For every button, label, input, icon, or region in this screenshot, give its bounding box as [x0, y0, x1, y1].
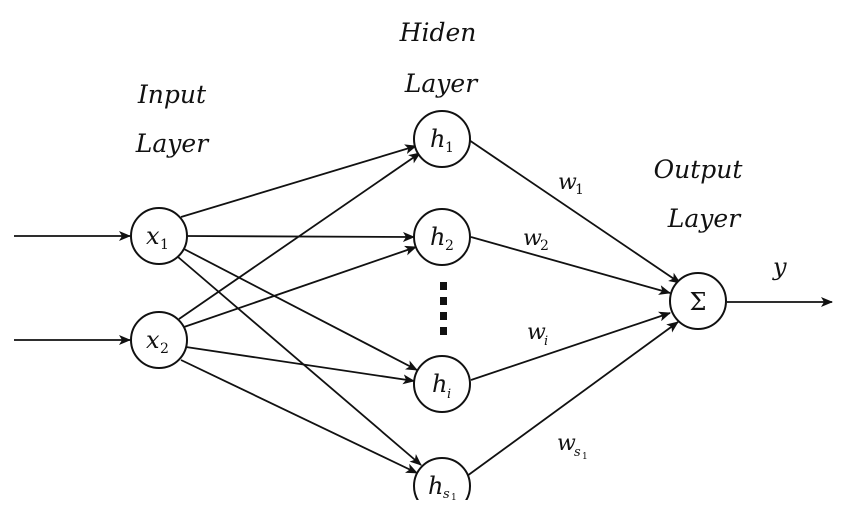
edge-x1-h1 — [180, 144, 417, 218]
weight-ws-symbol: w — [557, 431, 576, 456]
node-hs-subsubscript: 1 — [451, 493, 457, 500]
weight-ws-subsubscript: 1 — [582, 452, 588, 462]
node-sum: Σ — [669, 272, 727, 330]
node-hs-symbol: h — [428, 472, 443, 500]
node-x2-symbol: x — [146, 326, 160, 354]
edge-x2-h1 — [178, 152, 421, 320]
input-layer-title: Input — [137, 80, 207, 109]
weight-w1-symbol: w — [558, 170, 577, 195]
hidden-layer-title: Hiden — [399, 18, 477, 47]
node-x1-symbol: x — [146, 222, 160, 250]
weight-w2-symbol: w — [523, 226, 542, 251]
node-hi-subscript: i — [447, 387, 451, 402]
edge-x1-h2 — [186, 231, 415, 242]
node-h1-subscript: 1 — [445, 140, 454, 156]
node-x2-subscript: 2 — [160, 341, 169, 357]
weight-wi-symbol: w — [527, 320, 546, 345]
output-label: y — [772, 253, 787, 281]
node-h1-symbol: h — [430, 125, 445, 153]
output-layer-title: Output — [654, 155, 744, 184]
node-h2-subscript: 2 — [445, 238, 454, 254]
node-h2-symbol: h — [430, 223, 445, 251]
hidden-layer-subtitle: Layer — [404, 69, 479, 98]
node-hs: h s 1 — [413, 457, 471, 505]
weight-wi-subscript: i — [544, 334, 548, 349]
edge-h2-sum — [470, 236, 671, 295]
input-layer-subtitle: Layer — [135, 129, 210, 158]
ellipsis-dots — [440, 282, 447, 335]
edge-x1-hi — [183, 248, 418, 371]
weight-w1-subscript: 1 — [575, 182, 584, 198]
node-x2: x 2 — [130, 311, 188, 369]
weight-wi: w i — [527, 320, 548, 349]
output-layer-subtitle: Layer — [667, 204, 742, 233]
node-hs-subscript: s — [443, 487, 450, 500]
edge-hi-sum — [470, 311, 671, 381]
edge-h1-sum — [468, 139, 681, 284]
node-h2: h 2 — [413, 208, 471, 266]
edge-x2-hi — [185, 346, 415, 385]
node-x1-subscript: 1 — [160, 237, 169, 253]
sum-symbol: Σ — [690, 288, 707, 316]
weight-ws: w s 1 — [557, 431, 588, 462]
edge-hs-sum — [466, 321, 679, 477]
edge-x2-hs — [180, 359, 418, 474]
node-hi: h i — [413, 355, 471, 413]
weight-ws-subscript: s — [574, 445, 581, 460]
edge-x1-hs — [177, 256, 422, 466]
edge-x2-h2 — [183, 245, 417, 328]
node-x1: x 1 — [130, 207, 188, 265]
weight-w2: w 2 — [523, 226, 549, 254]
weight-w2-subscript: 2 — [540, 238, 549, 254]
weight-w1: w 1 — [558, 170, 584, 198]
node-hi-symbol: h — [432, 370, 447, 398]
node-h1: h 1 — [413, 110, 471, 168]
